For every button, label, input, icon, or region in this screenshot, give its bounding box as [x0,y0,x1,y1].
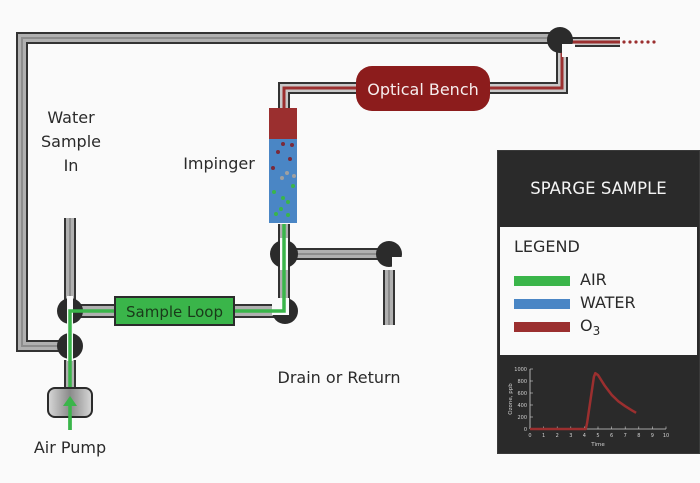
water-sample-in-label: Water Sample In [30,108,112,176]
legend-swatch-water [514,299,570,309]
impinger[interactable] [269,108,297,223]
chart-y-ticks: 0 200 400 600 800 1000 [514,367,533,433]
chart-x-tick-label: 4 [583,433,586,439]
impinger-label: Impinger [183,154,255,173]
chart-y-tick-label: 600 [517,391,527,397]
air-pump-label: Air Pump [33,438,107,457]
sample-loop[interactable]: Sample Loop [114,296,235,326]
chart-x-tick-label: 6 [610,433,613,439]
legend: LEGEND AIR WATER O3 [500,227,697,355]
air-arrowhead-icon [63,396,77,406]
water-sample-in-line-3: In [63,156,79,175]
gray-bubbles [280,171,296,180]
water-inlet-pipe [16,32,558,352]
optical-bench[interactable]: Optical Bench [356,66,490,111]
water-sample-in-line-1: Water [47,108,95,127]
chart-y-tick-label: 400 [517,403,527,409]
chart-y-tick-label: 200 [517,415,527,421]
air-bubbles [272,184,295,217]
water-sample-in-line-2: Sample [41,132,101,151]
chart-y-label: Ozone, ppb [508,383,514,415]
air-pump[interactable] [47,387,93,430]
chart-axes [529,369,666,430]
panel-title: SPARGE SAMPLE [530,179,667,198]
chart-x-tick-label: 8 [637,433,640,439]
chart-x-tick-label: 3 [569,433,572,439]
chart-x-tick-label: 2 [556,433,559,439]
chart-x-tick-label: 1 [542,433,545,439]
chart-x-label: Time [590,442,605,448]
air-flow-line [68,224,286,430]
chart-y-tick-label: 1000 [514,367,527,373]
chart-x-tick-label: 10 [663,433,669,439]
exhaust-dots [622,40,656,44]
drain-or-return-label: Drain or Return [277,368,401,387]
legend-label-air: AIR [580,270,607,289]
chart-x-tick-label: 9 [651,433,654,439]
chart-series-o3 [530,371,637,431]
drain-pipe [296,248,395,325]
sample-loop-label: Sample Loop [126,303,223,321]
chart-y-tick-label: 0 [524,427,527,433]
legend-label-water: WATER [580,293,636,312]
valve-junction-top-right [547,27,575,57]
valve-drain-elbow [376,241,404,270]
chart-x-tick-label: 5 [596,433,599,439]
legend-title: LEGEND [514,237,580,256]
chart-x-tick-label: 0 [528,433,531,439]
chart-y-tick-label: 800 [517,379,527,385]
chart-x-tick-label: 7 [624,433,627,439]
ozone-outlet-pipe [278,37,620,108]
ozone-chart: 0 200 400 600 800 1000 0 1 2 3 4 5 6 7 8 9 10 Ozone, pp… [508,367,669,448]
optical-bench-label: Optical Bench [367,80,479,99]
legend-swatch-ozone [514,322,570,332]
legend-swatch-air [514,276,570,286]
legend-label-ozone: O3 [580,316,601,338]
ozone-bubbles [271,142,294,170]
